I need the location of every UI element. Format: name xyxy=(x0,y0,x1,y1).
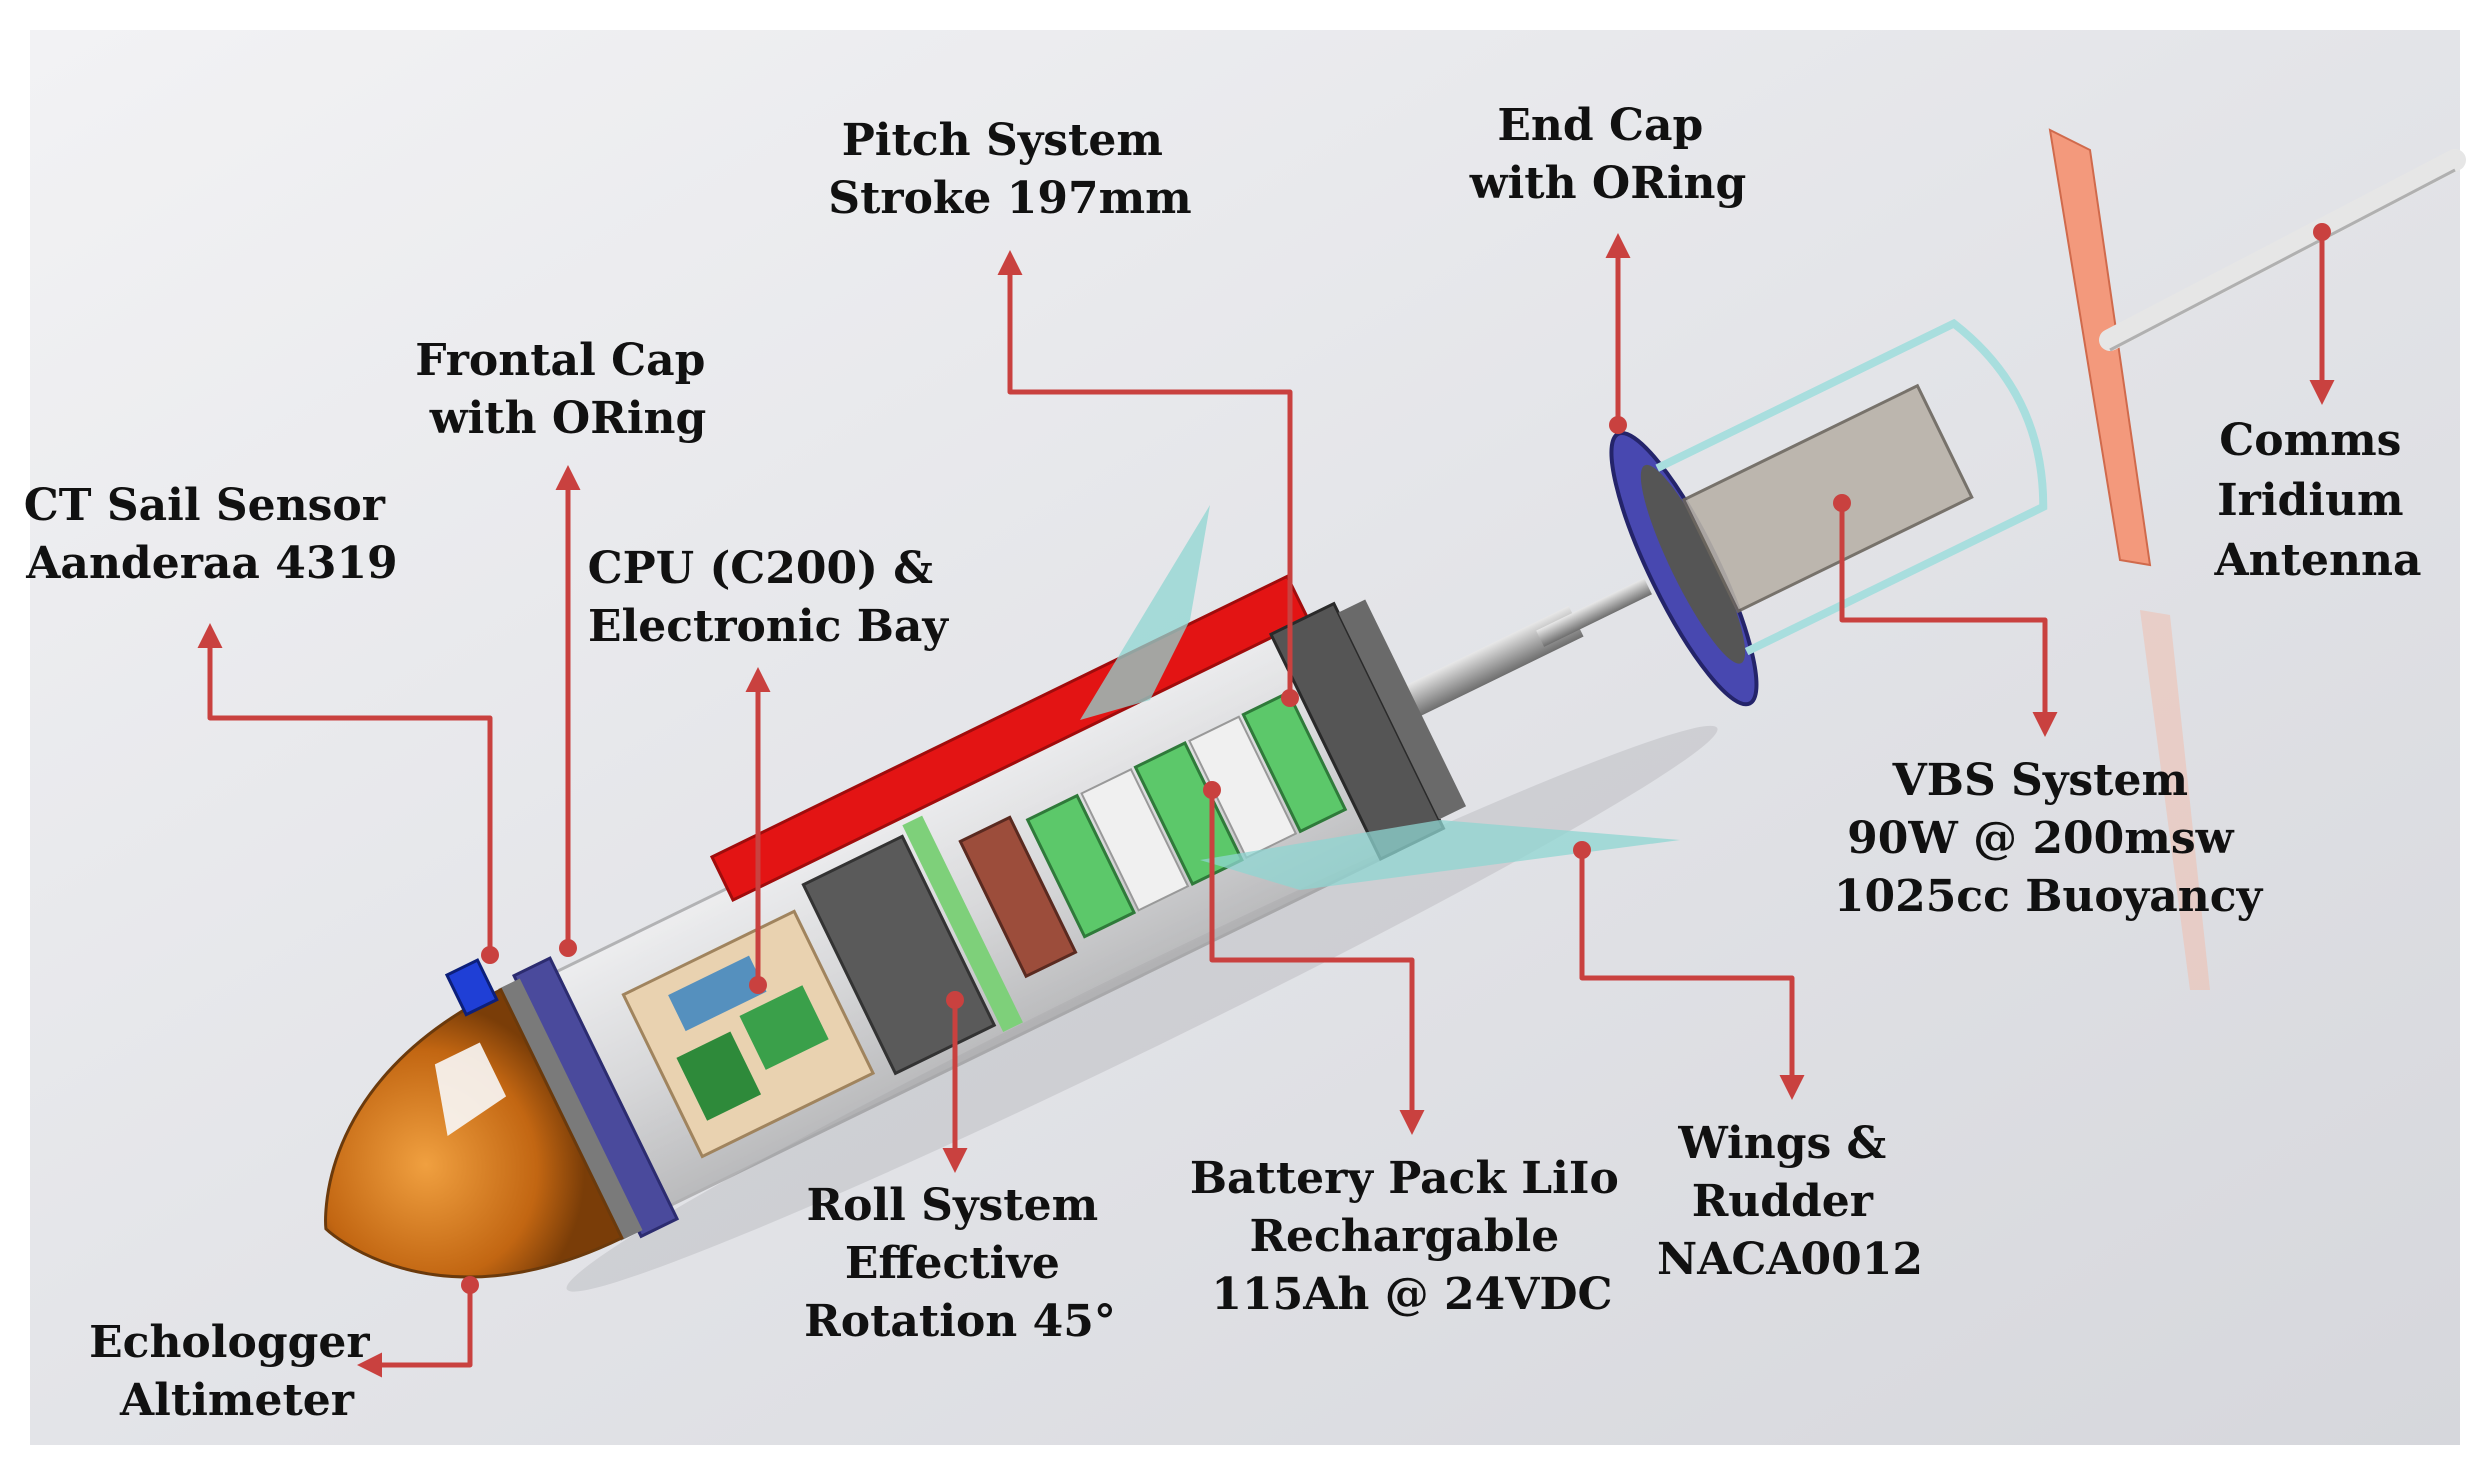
antenna-fin-reflection xyxy=(2140,610,2210,990)
pcb-board-2 xyxy=(739,985,829,1070)
bulkhead-2 xyxy=(1338,599,1467,820)
label-wings: Wings & Rudder NACA0012 xyxy=(1657,1118,1923,1285)
end-cap-inner xyxy=(1640,464,1746,664)
callout-leaders xyxy=(197,232,2335,1378)
leader-ct-sensor xyxy=(197,623,493,955)
label-pitch: Pitch System Stroke 197mm xyxy=(828,115,1191,224)
vbs-frame xyxy=(1655,318,2048,656)
roll-weight xyxy=(958,815,1078,979)
label-echologger: Echologger Altimeter xyxy=(89,1317,385,1426)
label-roll: Roll System Effective Rotation 45° xyxy=(804,1180,1116,1347)
label-cpu: CPU (C200) & Electronic Bay xyxy=(588,543,950,652)
vbs-cylinder xyxy=(1681,383,1974,614)
wing-upper xyxy=(1080,505,1210,720)
leader-vbs xyxy=(1839,503,2058,737)
label-frontal-cap: Frontal Cap with ORing xyxy=(415,335,720,444)
leader-battery xyxy=(1209,790,1425,1135)
wing-lower xyxy=(1200,820,1680,890)
label-comms: Comms Iridium Antenna xyxy=(2214,415,2422,586)
label-vbs: VBS System 90W @ 200msw 1025cc Buoyancy xyxy=(1834,755,2264,922)
antenna-mast-edge xyxy=(2109,168,2456,352)
rear-shaft-thin xyxy=(1536,578,1652,647)
frontal-cap-ring-gray xyxy=(498,978,643,1241)
nose-dome xyxy=(324,987,624,1279)
pcb-board-1 xyxy=(676,1031,762,1121)
leader-wings xyxy=(1579,850,1805,1100)
callout-dots xyxy=(461,223,2331,1294)
antenna-mast xyxy=(2099,149,2466,351)
label-battery: Battery Pack LiIo Rechargable 115Ah @ 24… xyxy=(1190,1153,1634,1320)
label-end-cap: End Cap with ORing xyxy=(1469,100,1747,209)
roll-block xyxy=(801,834,997,1076)
battery-pack xyxy=(1025,690,1348,939)
roll-green-ring xyxy=(902,815,1023,1032)
antenna-fin xyxy=(2048,128,2152,567)
leader-echologger xyxy=(357,1285,473,1378)
leader-pitch xyxy=(997,250,1293,698)
ct-sensor xyxy=(444,958,499,1017)
nose-highlight xyxy=(434,1042,507,1137)
pcb-board-3 xyxy=(668,955,767,1032)
label-ct-sensor: CT Sail Sensor Aanderaa 4319 xyxy=(24,480,401,589)
